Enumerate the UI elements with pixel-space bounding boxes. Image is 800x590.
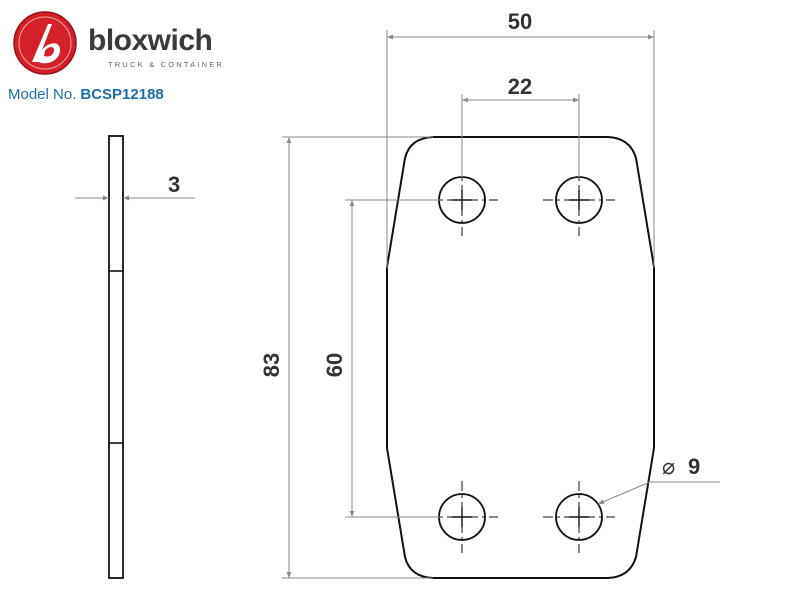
overall-height-value: 83 xyxy=(259,353,284,377)
brand-name: bloxwich xyxy=(88,24,213,57)
hole-diameter-value: 9 xyxy=(688,454,700,479)
model-line: Model No.BCSP12188 xyxy=(8,86,164,103)
mounting-holes xyxy=(426,164,615,553)
thickness-value: 3 xyxy=(168,172,180,197)
hole-diameter-leader xyxy=(597,481,720,505)
hole-spacing-vertical-value: 60 xyxy=(322,353,347,377)
model-label: Model No. xyxy=(8,86,77,103)
hole-spacing-horizontal-dimension xyxy=(461,94,580,178)
model-number: BCSP12188 xyxy=(80,86,164,103)
overall-height-dimension xyxy=(282,136,433,579)
hole-spacing-vertical-dimension xyxy=(345,199,440,518)
brand-logo: bloxwich TRUCK & CONTAINER xyxy=(12,10,232,80)
diameter-symbol: ⌀ xyxy=(662,454,675,479)
overall-width-value: 50 xyxy=(508,9,532,34)
overall-width-dimension xyxy=(386,30,655,268)
plate-outline xyxy=(386,136,655,579)
hole-spacing-horizontal-value: 22 xyxy=(508,74,532,99)
side-view-outline xyxy=(108,135,124,579)
bloxwich-logo-icon xyxy=(13,11,77,75)
brand-tagline: TRUCK & CONTAINER xyxy=(108,60,225,69)
hole-bottom-right xyxy=(543,481,615,553)
side-view xyxy=(108,135,124,579)
